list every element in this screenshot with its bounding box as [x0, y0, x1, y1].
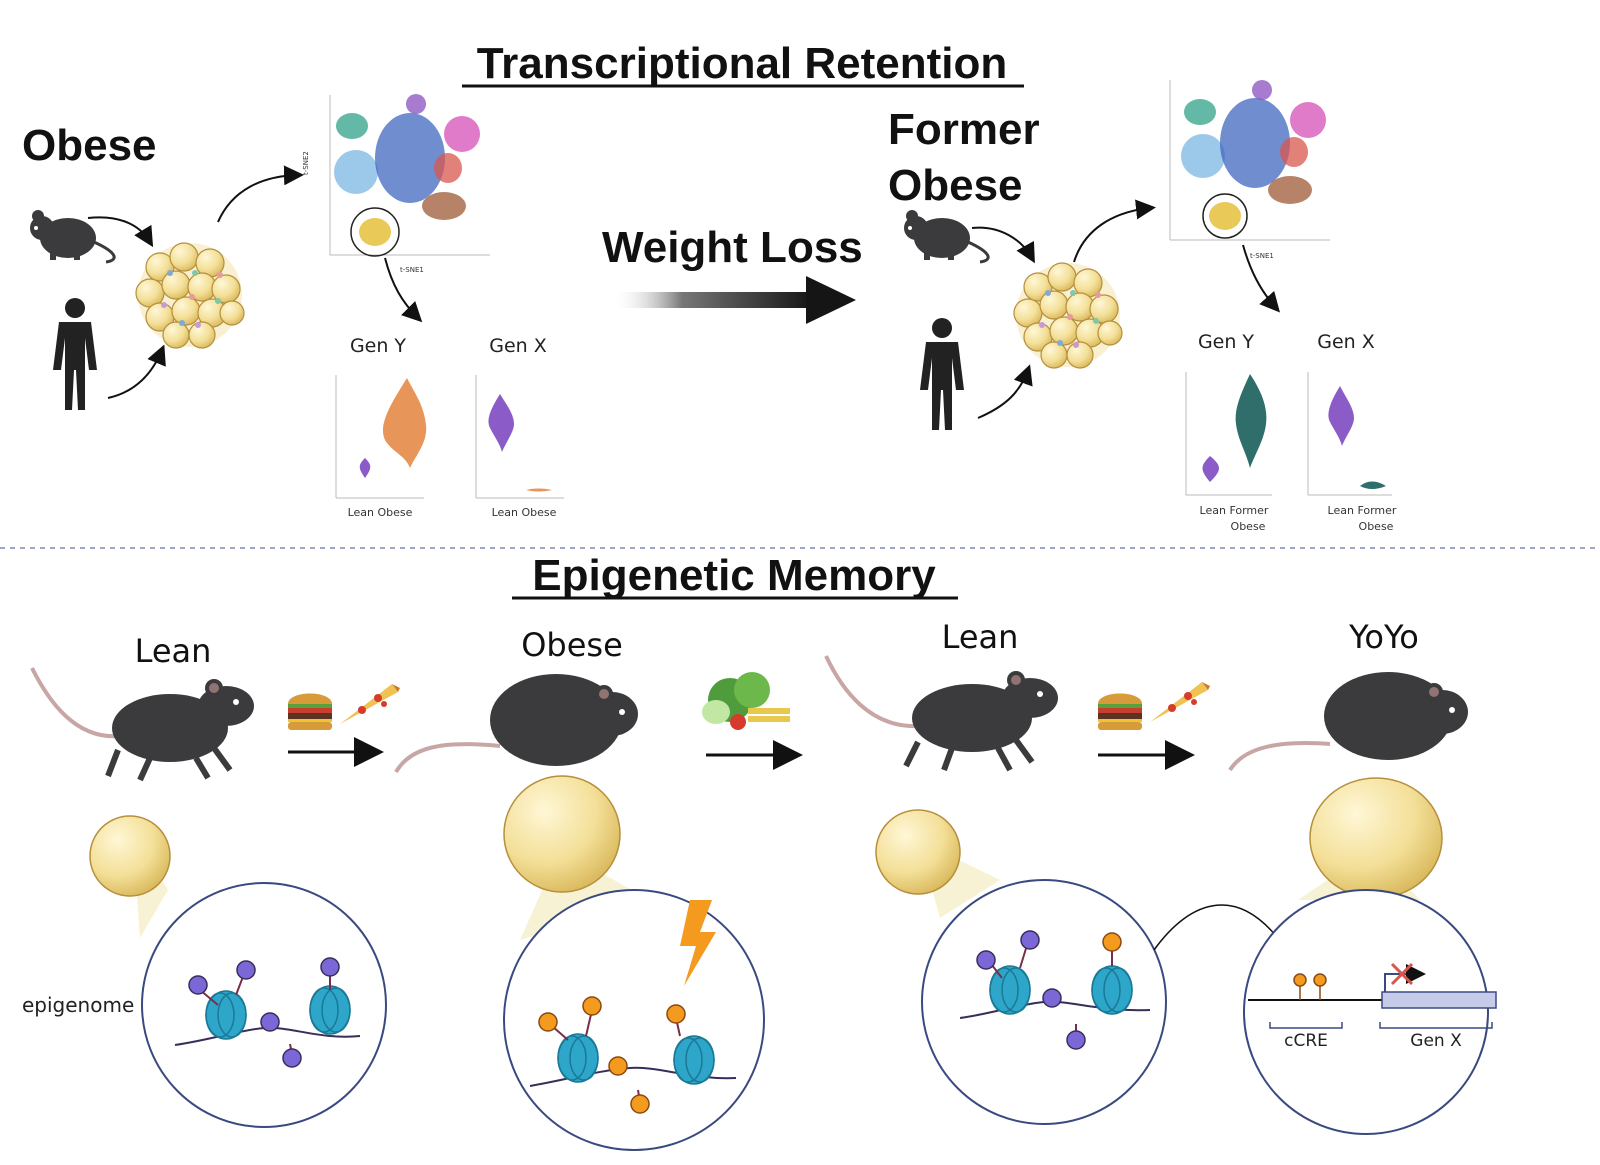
arrow-icon [87, 216, 154, 248]
weight-loss-label: Weight Loss [602, 223, 863, 272]
stage-label-lean-2: Lean [942, 618, 1019, 656]
mouse-icon [1228, 672, 1468, 772]
nucleosome-icon [557, 1033, 599, 1083]
arrow-icon [107, 344, 166, 399]
svg-text:Lean Obese: Lean Obese [348, 506, 413, 519]
gene-label: Gen Y [350, 335, 406, 357]
epigenome-zoom-lean-memory [921, 879, 1167, 1125]
pizza-icon [1150, 682, 1210, 722]
nucleosome-icon [205, 990, 247, 1040]
svg-text:Obese: Obese [1359, 520, 1394, 533]
arrow-icon [217, 165, 304, 223]
tss-arrow-icon [1384, 964, 1426, 992]
gene-label: Gen X [489, 335, 547, 357]
arrow-icon [1242, 244, 1280, 313]
adipocyte-icon [503, 775, 621, 893]
mouse-icon [902, 208, 990, 264]
arrow-icon [806, 276, 856, 324]
nucleosome-icon [673, 1035, 715, 1085]
mouse-icon [30, 667, 254, 782]
stage-label-lean: Lean [135, 632, 212, 670]
fat-tissue-icon [1013, 262, 1123, 369]
arrow-icon [977, 364, 1033, 419]
tsne-plot-icon: t-SNE2 t-SNE1 [302, 94, 490, 274]
ccre-label: cCRE [1284, 1031, 1328, 1051]
gene-label: Gen Y [1198, 331, 1254, 353]
section-title-transcriptional-retention: Transcriptional Retention [477, 39, 1008, 88]
epigenome-zoom-obese [503, 889, 765, 1151]
gene-label: Gen X [1317, 331, 1375, 353]
adipocyte-icon [89, 815, 171, 897]
svg-text:t-SNE1: t-SNE1 [400, 266, 424, 274]
section-title-epigenetic-memory: Epigenetic Memory [532, 551, 936, 600]
violin-plot-icon: Gen X Lean Obese [475, 335, 564, 519]
svg-text:Lean Former: Lean Former [1328, 504, 1397, 517]
burger-icon [1098, 693, 1142, 730]
former-label: Former [888, 105, 1040, 154]
lightning-icon [680, 900, 716, 986]
weight-loss-arrow-shaft [612, 292, 812, 308]
pizza-icon [340, 684, 400, 724]
epigenome-zoom-lean [141, 882, 387, 1128]
violin-plot-icon: Gen X Lean Former Obese [1307, 331, 1397, 533]
stage-label-yoyo: YoYo [1348, 618, 1419, 656]
adipocyte-icon [875, 809, 961, 895]
human-icon [920, 318, 964, 430]
stage-label-obese: Obese [521, 626, 623, 664]
mouse-icon [824, 655, 1058, 772]
nucleosome-icon [1091, 965, 1133, 1015]
vegetables-icon [702, 672, 790, 730]
mouse-icon [394, 674, 638, 774]
svg-text:Lean Obese: Lean Obese [492, 506, 557, 519]
arrow-icon [384, 257, 423, 323]
fat-tissue-icon [135, 242, 245, 349]
arrow-icon [1153, 904, 1291, 956]
close-icon [1390, 962, 1414, 986]
human-icon [53, 298, 97, 410]
genomic-locus-zoom: cCRE Gen X [1243, 889, 1497, 1135]
adipocyte-icon [1309, 777, 1443, 899]
tsne-plot-icon: t-SNE1 [1169, 80, 1330, 260]
nucleosome-icon [989, 965, 1031, 1015]
epigenome-label: epigenome [22, 993, 134, 1017]
arrow-icon [971, 226, 1035, 264]
obese-label: Obese [22, 121, 157, 170]
obese-label-right: Obese [888, 161, 1023, 210]
burger-icon [288, 693, 332, 730]
svg-text:t-SNE1: t-SNE1 [1250, 252, 1274, 260]
gene-x-label: Gen X [1410, 1031, 1462, 1051]
violin-plot-icon: Gen Y Lean Obese [335, 335, 427, 519]
svg-text:t-SNE2: t-SNE2 [302, 151, 310, 175]
nucleosome-icon [309, 985, 351, 1035]
svg-text:Obese: Obese [1231, 520, 1266, 533]
gene-body [1381, 991, 1497, 1009]
violin-plot-icon: Gen Y Lean Former Obese [1185, 331, 1272, 533]
arrow-icon [1073, 199, 1156, 263]
svg-text:Lean Former: Lean Former [1200, 504, 1269, 517]
